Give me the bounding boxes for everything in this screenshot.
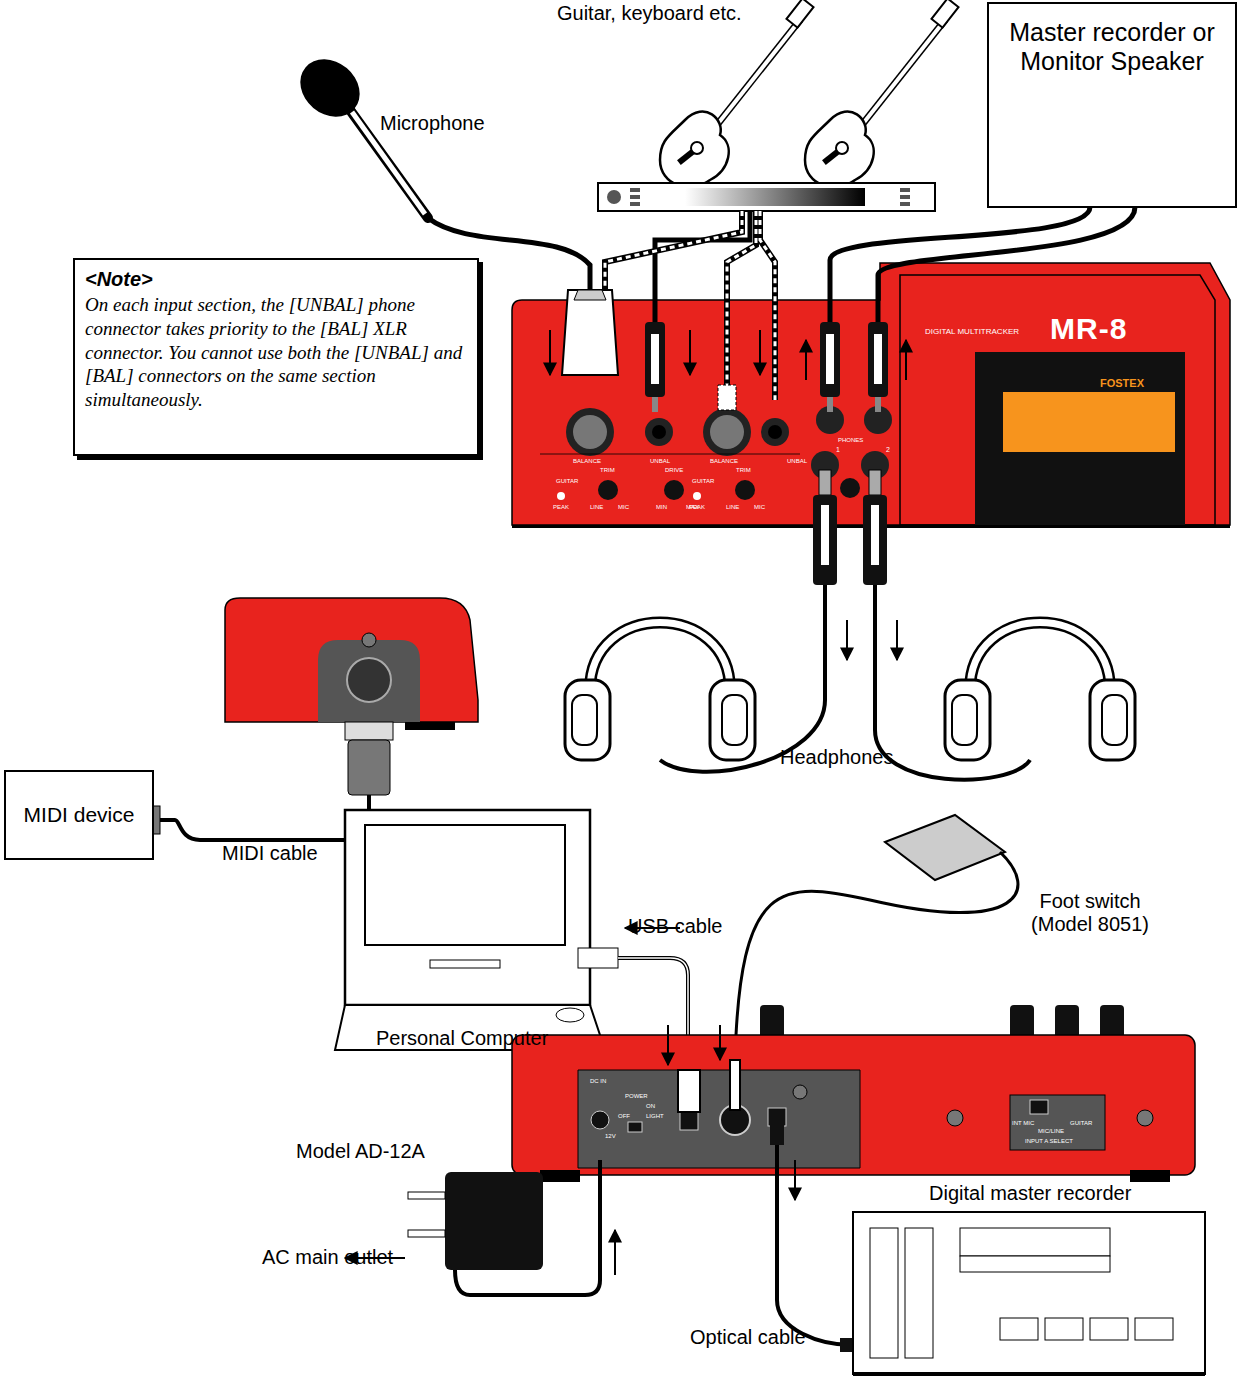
part-label: Foot switch (Model 8051) — [1020, 890, 1160, 936]
panel-label: DRIVE — [665, 467, 683, 474]
panel-label: LINE — [590, 504, 603, 511]
panel-label: TRIM — [600, 467, 615, 474]
panel-label: FOSTEX — [1100, 377, 1144, 390]
panel-label: LINE — [726, 504, 739, 511]
panel-label: UNBAL — [787, 458, 807, 465]
part-label: MIDI cable — [222, 842, 318, 865]
note-box: <Note>On each input section, the [UNBAL]… — [73, 258, 479, 456]
panel-label: MIC — [618, 504, 629, 511]
panel-label: MIC/LINE — [1038, 1128, 1064, 1135]
panel-label: 2 — [886, 446, 890, 454]
panel-label: GUITAR — [556, 478, 578, 485]
part-label: Headphones — [780, 746, 893, 769]
panel-label: DIGITAL MULTITRACKER — [925, 327, 1019, 336]
panel-label: PEAK — [553, 504, 569, 511]
panel-label: ON — [646, 1103, 655, 1110]
panel-label: PEAK — [689, 504, 705, 511]
part-label: AC main outlet — [262, 1246, 393, 1269]
node-text: On each input section, the [UNBAL] phone… — [85, 293, 467, 412]
panel-label: 1 — [836, 446, 840, 454]
panel-label: INT MIC — [1012, 1120, 1034, 1127]
panel-label: 12V — [605, 1133, 616, 1140]
node-text: MIDI device — [24, 803, 135, 827]
panel-label: MIC — [754, 504, 765, 511]
panel-label: TRIM — [736, 467, 751, 474]
part-label: Guitar, keyboard etc. — [557, 2, 742, 25]
panel-label: MR-8 — [1050, 312, 1127, 347]
part-label: Microphone — [380, 112, 485, 135]
part-label: Digital master recorder — [929, 1182, 1131, 1205]
part-label: Personal Computer — [376, 1027, 548, 1050]
panel-label: INPUT A SELECT — [1025, 1138, 1073, 1145]
panel-label: LIGHT — [646, 1113, 664, 1120]
part-label: Optical cable — [690, 1326, 806, 1349]
device-box: Master recorder or Monitor Speaker — [987, 2, 1237, 208]
panel-label: GUITAR — [692, 478, 714, 485]
panel-label: PHONES — [838, 437, 863, 444]
text-wrap: MIDI device — [24, 803, 135, 827]
node-text: Master recorder or Monitor Speaker — [997, 18, 1227, 76]
panel-label: MIN — [656, 504, 667, 511]
note-heading: <Note> — [85, 268, 467, 291]
panel-label: BALANCE — [710, 458, 738, 465]
part-label: Model AD-12A — [296, 1140, 425, 1163]
panel-label: UNBAL — [650, 458, 670, 465]
panel-label: OFF — [618, 1113, 630, 1120]
device-box: MIDI device — [4, 770, 154, 860]
panel-label: DC IN — [590, 1078, 606, 1085]
part-label: USB cable — [628, 915, 723, 938]
panel-label: BALANCE — [573, 458, 601, 465]
panel-label: POWER — [625, 1093, 648, 1100]
panel-label: GUITAR — [1070, 1120, 1092, 1127]
